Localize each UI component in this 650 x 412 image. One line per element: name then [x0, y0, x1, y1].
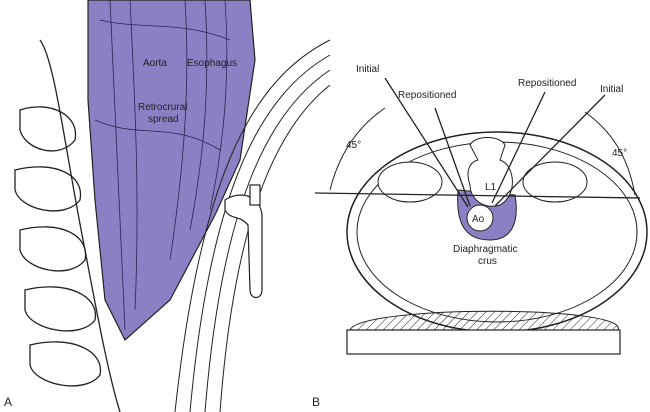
panel-a: Aorta Esophagus Retrocrural spread A [4, 0, 331, 412]
vertebra [467, 137, 513, 207]
angle-left-label: 45° [346, 140, 361, 151]
panel-b-letter: B [312, 395, 320, 409]
esophagus-label: Esophagus [187, 58, 237, 69]
aorta-circle [466, 204, 494, 232]
panel-b: L1 Ao Initial Repositioned Repositioned … [312, 64, 648, 409]
muscle-fibers [94, 0, 231, 331]
initial-left-label: Initial [356, 64, 379, 75]
vertebra-label: L1 [485, 182, 497, 193]
initial-right-label: Initial [600, 84, 623, 95]
spine [14, 39, 121, 412]
aorta-vessel [224, 184, 263, 299]
repositioned-left-label: Repositioned [398, 90, 456, 101]
table-pad [349, 310, 619, 331]
crus-label-1: Diaphragmatic [453, 244, 517, 255]
diaphragm-arc [174, 39, 331, 412]
angle-arcs [329, 107, 636, 196]
aorta-b-label: Ao [472, 214, 485, 225]
horizontal-reference [314, 192, 641, 199]
left-kidney [377, 161, 443, 203]
retrocrural-label-1: Retrocrural [138, 102, 187, 113]
crus-tissue [87, 0, 256, 341]
aorta-label: Aorta [143, 58, 167, 69]
angle-right-label: 45° [612, 148, 627, 159]
crus-label-2: crus [478, 256, 497, 267]
right-kidney [522, 161, 588, 203]
repositioned-right-label: Repositioned [518, 78, 576, 89]
table [346, 329, 621, 355]
retrocrural-label-2: spread [148, 114, 179, 125]
panel-a-letter: A [4, 395, 12, 409]
needles [384, 77, 606, 208]
